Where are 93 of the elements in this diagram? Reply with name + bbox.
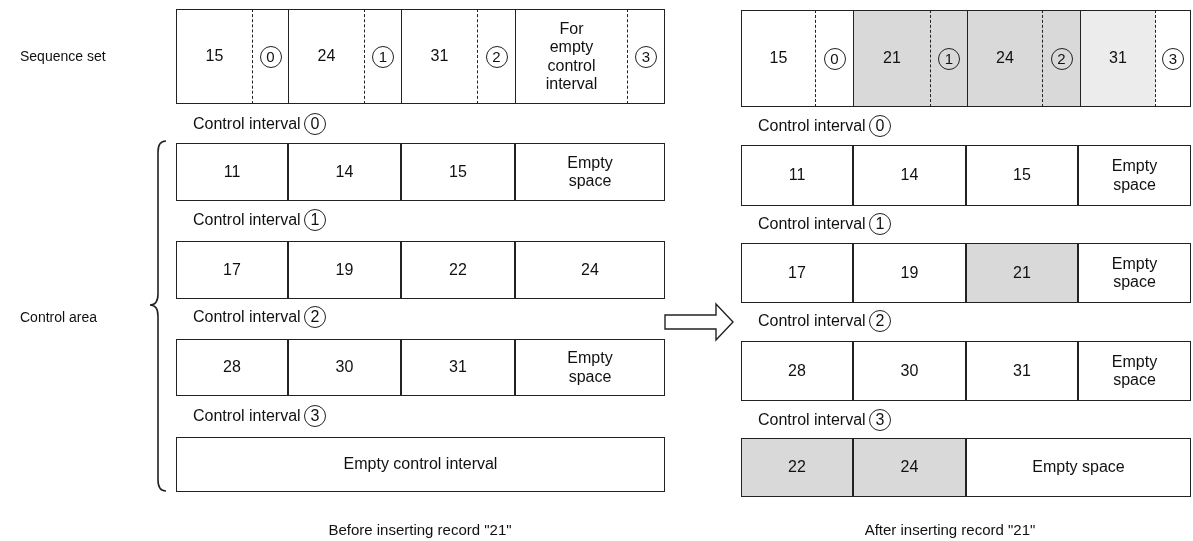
- cell-text: 11: [222, 162, 242, 182]
- cell-text: Empty space: [566, 349, 614, 386]
- cell-text: 24: [899, 458, 920, 477]
- pointer-cell: [627, 9, 665, 104]
- record-cell: [853, 438, 966, 497]
- record-cell: [288, 241, 401, 299]
- interval-label: Control interval: [193, 407, 301, 425]
- record-cell: [1078, 341, 1191, 401]
- cell-text: 15: [1012, 166, 1032, 185]
- record-cell: [401, 143, 515, 201]
- pointer-cell: [815, 10, 853, 107]
- pointer-cell: [477, 9, 515, 104]
- cell-text: 19: [899, 263, 920, 283]
- cell-text: 22: [787, 458, 807, 477]
- record-cell: [853, 341, 966, 401]
- record-cell: [741, 243, 853, 303]
- cell-text: 22: [448, 260, 468, 280]
- record-cell: [515, 241, 665, 299]
- cell-text: For empty control interval: [544, 19, 599, 94]
- interval-label: Control interval: [758, 411, 866, 429]
- record-cell: [515, 143, 665, 201]
- interval-label: Control interval: [758, 312, 866, 330]
- record-cell: [966, 145, 1078, 206]
- pointer-cell: [364, 9, 401, 104]
- cell-text: 24: [580, 260, 600, 280]
- cell-text: 19: [334, 260, 355, 280]
- record-cell: [966, 341, 1078, 401]
- pointer-cell: [930, 10, 967, 107]
- pointer-cell: [1155, 10, 1191, 107]
- record-cell: [741, 145, 853, 206]
- cell-text: Empty space: [1110, 157, 1159, 194]
- record-cell: [176, 339, 288, 396]
- record-cell: [853, 10, 930, 107]
- cell-text: 14: [899, 166, 920, 185]
- record-cell: [853, 243, 966, 303]
- interval-label: Control interval: [193, 308, 301, 326]
- interval-label: Control interval: [758, 117, 866, 135]
- cell-text: 28: [222, 358, 242, 377]
- record-cell: [741, 438, 853, 497]
- interval-label: Control interval: [193, 115, 301, 133]
- cell-text: 21: [1012, 263, 1032, 283]
- block-arrow: [664, 302, 734, 342]
- caption: After inserting record "21": [864, 521, 1036, 538]
- cell-text: 21: [882, 49, 902, 68]
- record-cell: [1078, 145, 1191, 206]
- record-cell: [967, 10, 1042, 107]
- interval-label: Control interval: [193, 211, 301, 229]
- record-cell: [1078, 243, 1191, 303]
- cell-text: 15: [204, 47, 225, 66]
- cell-text: Empty space: [1110, 352, 1159, 390]
- cell-text: 30: [899, 361, 920, 381]
- pointer-cell: [252, 9, 288, 104]
- record-cell: [176, 143, 288, 201]
- cell-text: 28: [787, 361, 807, 381]
- cell-text: 24: [316, 47, 337, 66]
- record-cell: [176, 437, 665, 492]
- cell-text: 15: [768, 49, 789, 68]
- cell-text: Empty space: [1110, 254, 1159, 292]
- interval-label: Control interval: [758, 215, 866, 233]
- side-label: Sequence set: [20, 48, 106, 64]
- cell-text: Empty space: [1031, 458, 1126, 477]
- record-cell: [853, 145, 966, 206]
- record-cell: [515, 339, 665, 396]
- record-cell: [176, 241, 288, 299]
- record-cell: [288, 143, 401, 201]
- caption: Before inserting record "21": [328, 521, 512, 538]
- cell-text: 30: [334, 358, 355, 377]
- cell-text: 15: [448, 162, 468, 182]
- record-cell: [966, 438, 1191, 497]
- record-cell: [515, 9, 627, 104]
- cell-text: 17: [222, 260, 242, 280]
- side-label: Control area: [20, 309, 98, 325]
- cell-text: 31: [1108, 49, 1128, 68]
- record-cell: [966, 243, 1078, 303]
- record-cell: [176, 9, 252, 104]
- record-cell: [401, 241, 515, 299]
- cell-text: 31: [1012, 361, 1032, 381]
- cell-text: 24: [995, 49, 1015, 68]
- cell-text: 14: [334, 162, 355, 182]
- cell-text: 31: [429, 47, 450, 66]
- pointer-cell: [1042, 10, 1080, 107]
- record-cell: [401, 9, 477, 104]
- record-cell: [1080, 10, 1155, 107]
- record-cell: [401, 339, 515, 396]
- record-cell: [741, 10, 815, 107]
- record-cell: [288, 9, 364, 104]
- cell-text: 17: [787, 263, 807, 283]
- cell-text: 31: [448, 358, 468, 377]
- cell-text: Empty control interval: [342, 455, 499, 474]
- cell-text: 11: [787, 166, 807, 185]
- cell-text: Empty space: [566, 153, 614, 191]
- record-cell: [288, 339, 401, 396]
- record-cell: [741, 341, 853, 401]
